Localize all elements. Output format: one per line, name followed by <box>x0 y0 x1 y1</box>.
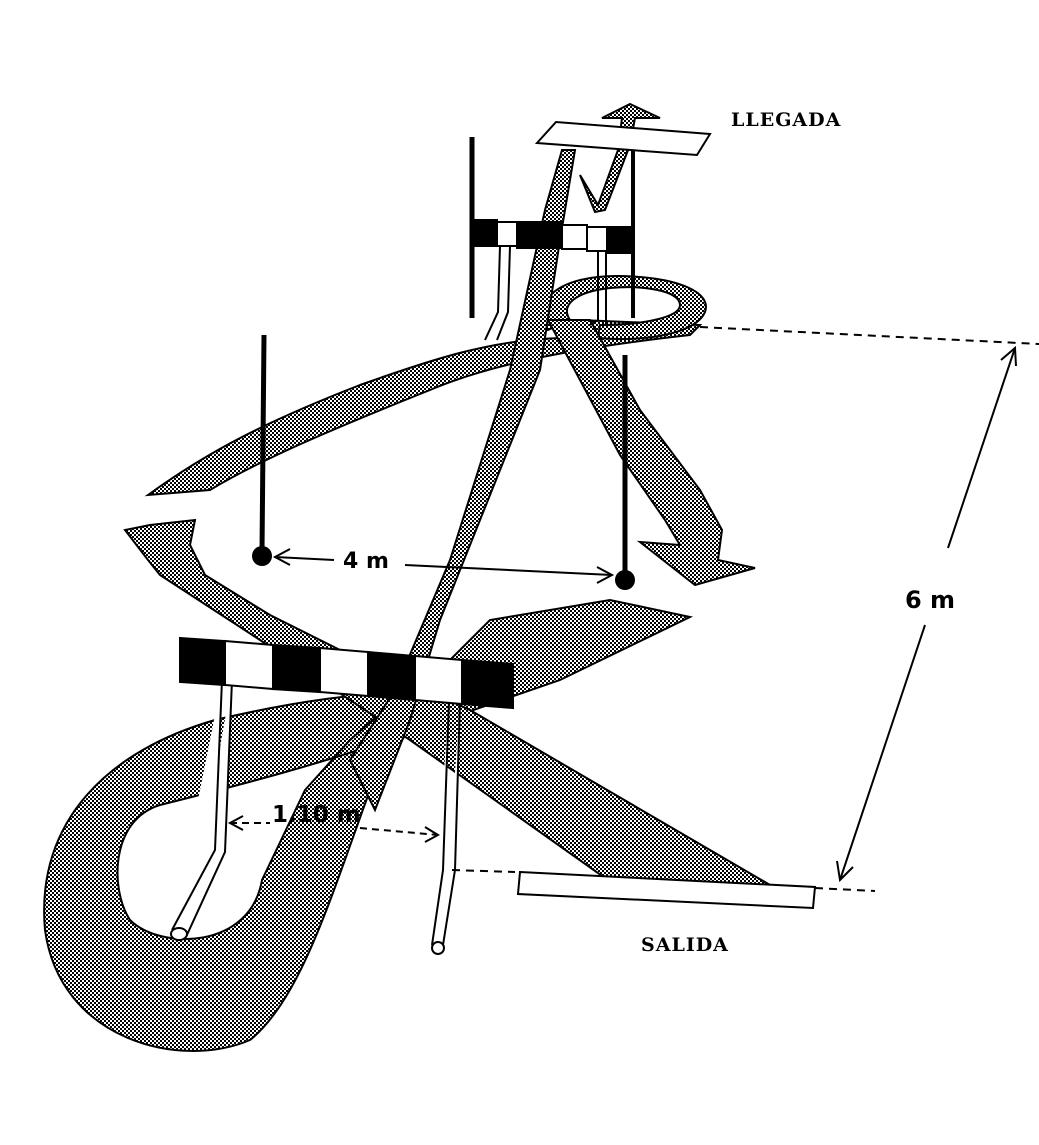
path-top-loop <box>541 274 707 341</box>
start-hurdle <box>170 636 514 955</box>
finish-hurdle <box>469 120 712 341</box>
path-right-diagonal <box>546 319 756 587</box>
path-lower-loop <box>43 598 694 1052</box>
finish-label: LLEGADA <box>731 109 841 131</box>
hurdle-width-label: 1.10 m <box>272 802 361 828</box>
hurdle-width-dimension <box>227 815 441 843</box>
start-hurdle-bar <box>179 636 514 710</box>
pole-distance-label: 4 m <box>343 549 389 574</box>
path-long-diagonal <box>348 149 577 813</box>
course-path <box>43 102 771 1052</box>
course-length-dimension <box>451 326 1039 892</box>
start-label: SALIDA <box>641 934 729 956</box>
course-length-label: 6 m <box>905 586 955 614</box>
finish-hurdle-bar <box>474 219 633 254</box>
path-finish-arrow <box>579 102 661 214</box>
left-pole <box>252 334 272 566</box>
start-line-board <box>516 870 817 910</box>
finish-line-board <box>534 120 712 157</box>
right-pole <box>615 355 635 590</box>
pole-distance-dimension <box>272 548 615 584</box>
